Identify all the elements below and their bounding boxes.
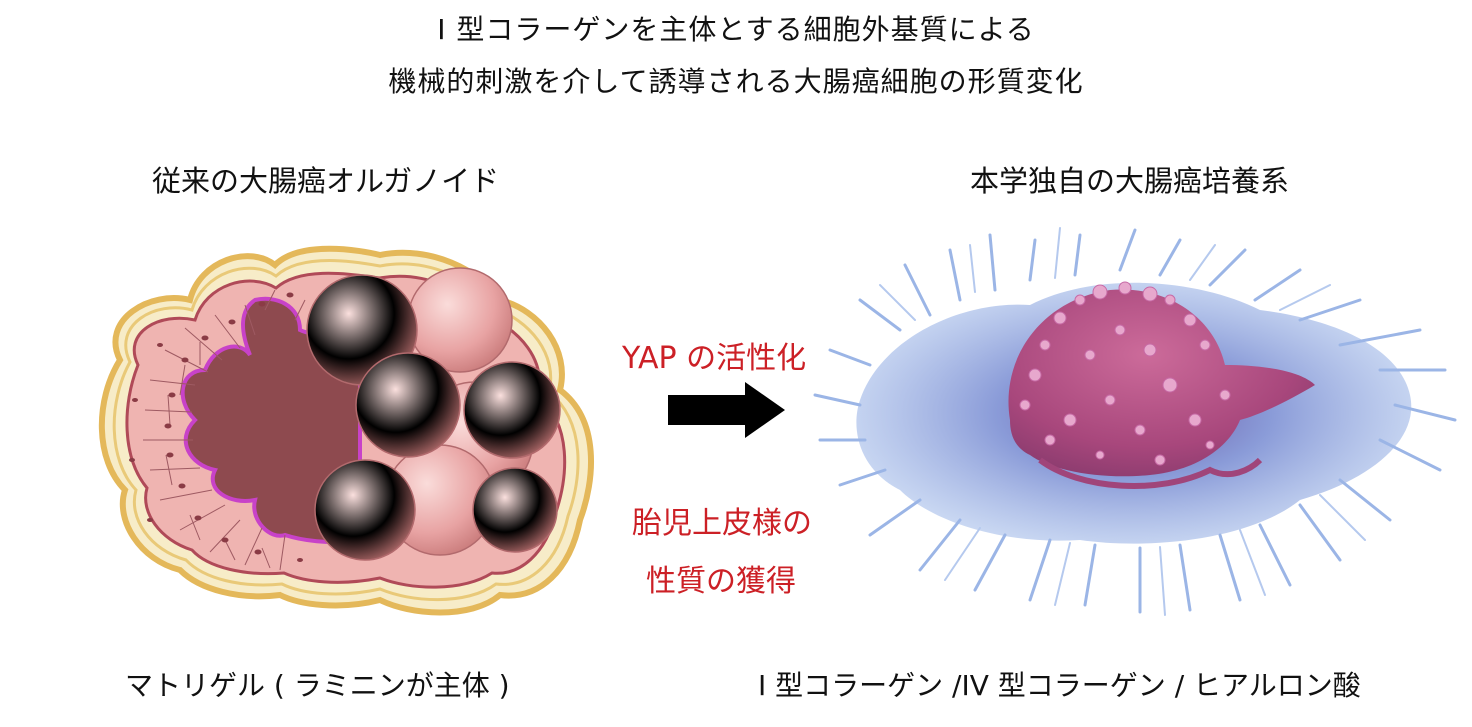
organoid-illustration (98, 245, 594, 616)
cell-surface-vesicles (1019, 281, 1231, 466)
epithelial-cells (143, 289, 306, 571)
right-heading: 本学独自の大腸癌培養系 (970, 164, 1290, 198)
cancer-cell-illustration (813, 227, 1457, 616)
left-heading: 従来の大腸癌オルガノイド (152, 164, 500, 198)
filopodia (813, 228, 1457, 614)
title-line-1: I 型コラーゲンを主体とする細胞外基質による (437, 13, 1035, 46)
fetal-like-label-1: 胎児上皮様の (632, 506, 812, 541)
title-line-2: 機械的刺激を介して誘導される大腸癌細胞の形質変化 (388, 65, 1084, 98)
fetal-like-label-2: 性質の獲得 (646, 564, 796, 599)
transition-arrow (668, 382, 785, 438)
right-caption: I 型コラーゲン /IV 型コラーゲン / ヒアルロン酸 (758, 669, 1361, 702)
epithelial-nuclei (129, 292, 303, 562)
yap-activation-label: YAP の活性化 (622, 341, 807, 376)
left-caption: マトリゲル ( ラミニンが主体 ) (125, 669, 510, 702)
organoid-spheres (306, 267, 561, 561)
cell-body-dome (1008, 289, 1315, 477)
